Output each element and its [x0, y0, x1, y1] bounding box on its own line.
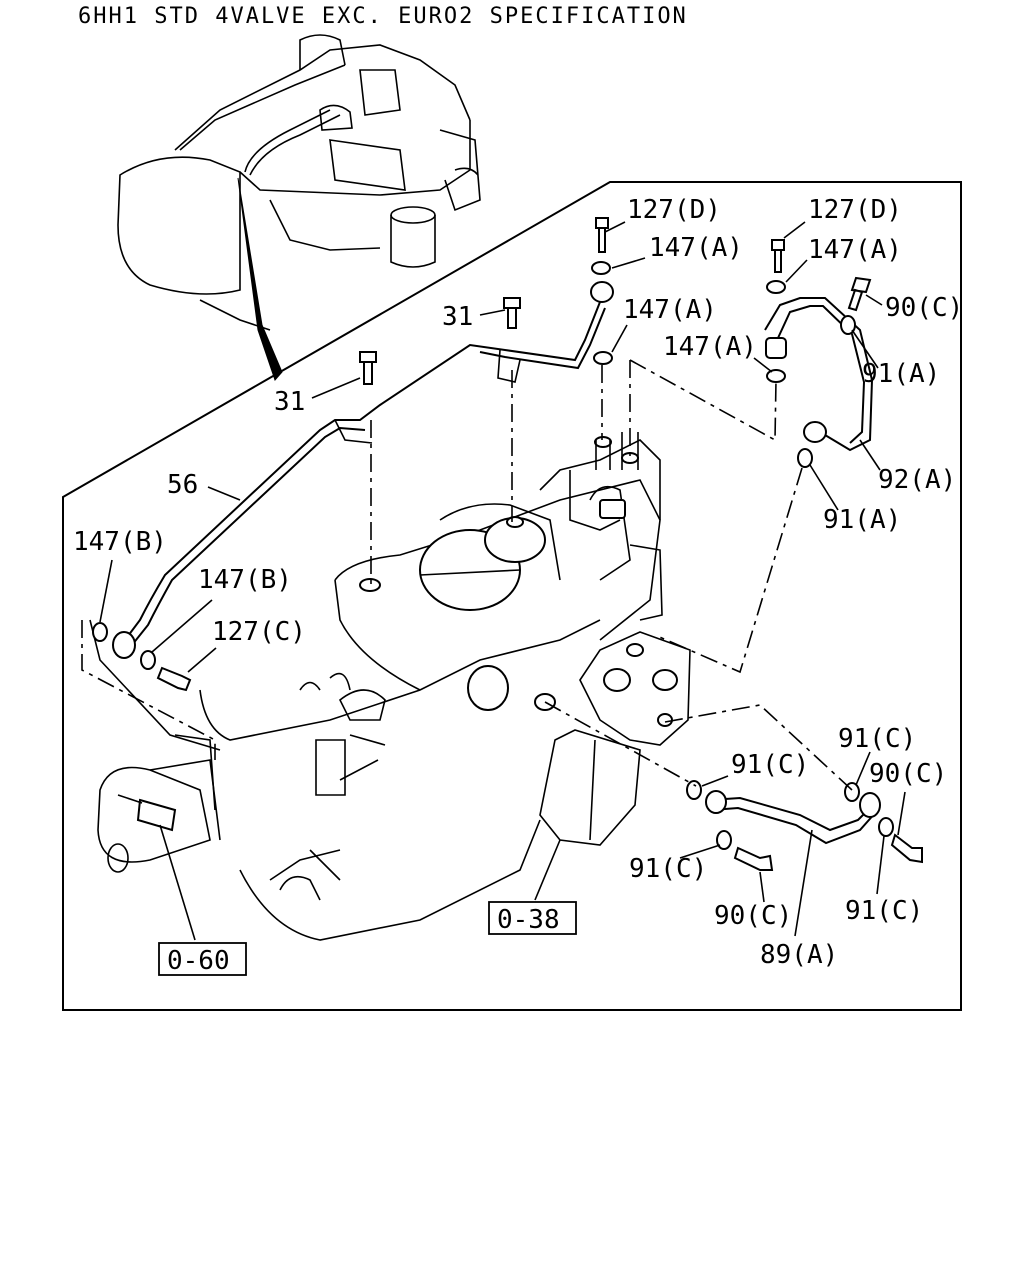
fasteners [92, 217, 923, 871]
center-lines [81, 359, 853, 791]
callout-91a: 91(A) [823, 505, 901, 535]
callout-labels: 127(D) 147(A) 127(D) 147(A) 90(C) 31 147… [73, 195, 963, 970]
engine-overview-illustration [117, 34, 481, 381]
callout-31: 31 [442, 302, 473, 332]
callout-91c: 91(C) [629, 854, 707, 884]
callout-127c: 127(C) [212, 617, 306, 647]
ref-0-38: 0-38 [497, 905, 560, 935]
callout-92a: 92(A) [878, 465, 956, 495]
reference-boxes: 0-38 0-60 [158, 901, 577, 976]
ref-0-60: 0-60 [167, 946, 230, 976]
callout-91c: 91(C) [845, 896, 923, 926]
callout-147a: 147(A) [663, 332, 757, 362]
callout-91c: 91(C) [731, 750, 809, 780]
detail-frame [62, 181, 962, 1011]
callout-90c: 90(C) [714, 901, 792, 931]
callout-90c: 90(C) [869, 759, 947, 789]
diagram-title: 6HH1 STD 4VALVE EXC. EURO2 SPECIFICATION [78, 4, 688, 29]
callout-91c: 91(C) [838, 724, 916, 754]
callout-127d: 127(D) [808, 195, 902, 225]
engine-body-illustration [89, 432, 691, 941]
callout-90c: 90(C) [885, 293, 963, 323]
callout-127d: 127(D) [627, 195, 721, 225]
callout-147a: 147(A) [623, 295, 717, 325]
callout-147a: 147(A) [808, 235, 902, 265]
callout-89a: 89(A) [760, 940, 838, 970]
callout-91a: 91(A) [862, 359, 940, 389]
bolt-127d-right [771, 239, 785, 273]
callout-56: 56 [167, 470, 198, 500]
callout-147b: 147(B) [73, 527, 167, 557]
callout-147b: 147(B) [198, 565, 292, 595]
leader-lines [99, 221, 906, 941]
bolt-127d-left [595, 217, 609, 253]
pipes [124, 297, 877, 845]
callout-31: 31 [274, 387, 305, 417]
callout-147a: 147(A) [649, 233, 743, 263]
